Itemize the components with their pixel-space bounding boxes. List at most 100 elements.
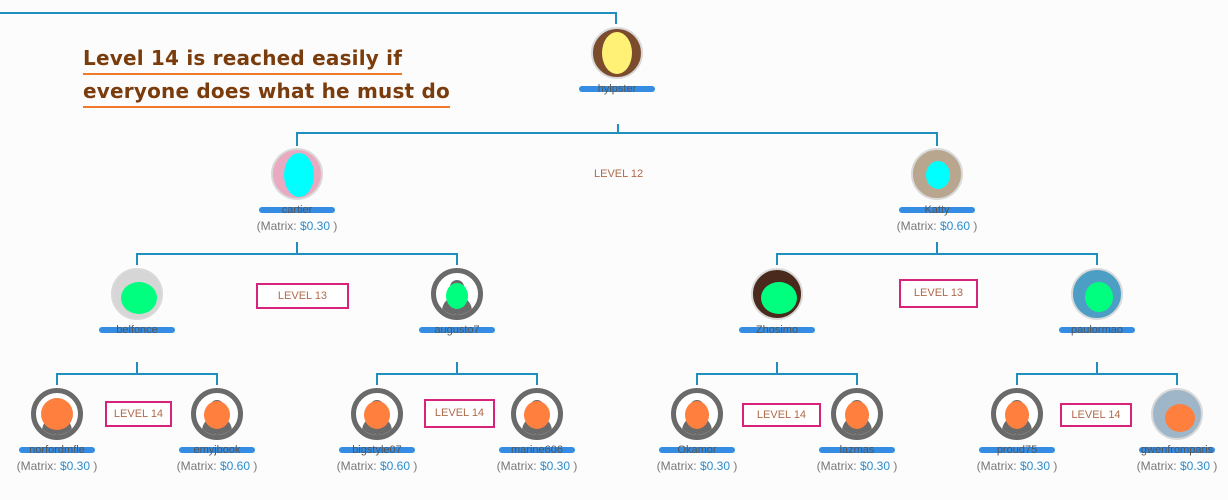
avatar-blob — [524, 401, 550, 429]
username[interactable]: emyjbook — [127, 442, 307, 458]
avatar-blob — [204, 401, 230, 429]
avatar[interactable] — [991, 388, 1043, 440]
username[interactable]: proud75 — [927, 442, 1107, 458]
username[interactable]: Zhosimo — [687, 322, 867, 338]
tree-node-root[interactable]: hylpster — [527, 27, 707, 97]
username[interactable]: paulormao — [1007, 322, 1187, 338]
connector-line — [216, 373, 218, 385]
tree-node-level14[interactable]: bigstyle07 (Matrix: $0.60 ) — [287, 388, 467, 474]
tree-node-level13[interactable]: paulormao — [1007, 268, 1187, 338]
connector-line — [856, 373, 858, 385]
avatar[interactable] — [751, 268, 803, 320]
connector-line — [136, 362, 138, 374]
headline-line-2: everyone does what he must do — [83, 76, 450, 108]
username[interactable]: belfonce — [47, 322, 227, 338]
avatar[interactable] — [111, 268, 163, 320]
tree-node-level13[interactable]: belfonce — [47, 268, 227, 338]
connector-line — [56, 373, 58, 385]
username[interactable]: hylpster — [527, 81, 707, 97]
connector-line — [1016, 373, 1178, 375]
connector-line — [617, 124, 619, 133]
username[interactable]: Okamor — [607, 442, 787, 458]
username[interactable]: lazmas — [767, 442, 947, 458]
connector-line — [536, 373, 538, 385]
avatar-blob — [446, 283, 468, 309]
avatar[interactable] — [831, 388, 883, 440]
avatar-blob — [685, 401, 709, 429]
level-13-label: LEVEL 13 — [256, 283, 349, 309]
connector-line — [456, 362, 458, 374]
avatar-blob — [364, 401, 390, 429]
avatar-blob — [761, 282, 797, 314]
tree-node-level14[interactable]: gwenfromparis (Matrix: $0.30 ) — [1087, 388, 1228, 474]
avatar-blob — [121, 282, 157, 314]
level-14-label: LEVEL 14 — [1060, 403, 1132, 427]
avatar[interactable] — [1071, 268, 1123, 320]
tree-node-level12[interactable]: cartier (Matrix: $0.30 ) — [207, 148, 387, 234]
connector-line — [1096, 362, 1098, 374]
connector-line — [615, 12, 617, 24]
avatar-blob — [926, 161, 950, 189]
tree-node-level14[interactable]: proud75 (Matrix: $0.30 ) — [927, 388, 1107, 474]
connector-line — [776, 253, 1098, 255]
avatar[interactable] — [271, 148, 323, 200]
tree-node-level14[interactable]: lazmas (Matrix: $0.30 ) — [767, 388, 947, 474]
avatar-blob — [41, 398, 73, 430]
matrix-amount: (Matrix: $0.30 ) — [256, 219, 338, 233]
connector-line — [136, 253, 138, 265]
tree-node-level14[interactable]: norfordmfle (Matrix: $0.30 ) — [0, 388, 147, 474]
avatar[interactable] — [1151, 388, 1203, 440]
connector-line — [376, 373, 538, 375]
matrix-amount: (Matrix: $0.30 ) — [816, 459, 898, 473]
tree-node-level13[interactable]: Zhosimo — [687, 268, 867, 338]
headline-line-1: Level 14 is reached easily if — [83, 43, 403, 75]
username[interactable]: gwenfromparis — [1139, 444, 1215, 456]
avatar[interactable] — [351, 388, 403, 440]
avatar[interactable] — [31, 388, 83, 440]
avatar-blob — [1165, 404, 1195, 432]
connector-line — [456, 253, 458, 265]
avatar-blob — [284, 153, 314, 197]
tree-node-level14[interactable]: emyjbook (Matrix: $0.60 ) — [127, 388, 307, 474]
connector-line — [296, 242, 298, 254]
avatar[interactable] — [511, 388, 563, 440]
username[interactable]: Katty — [847, 202, 1027, 218]
connector-line — [936, 242, 938, 254]
tree-node-level13[interactable]: augusto7 — [367, 268, 547, 338]
level-12-label: LEVEL 12 — [594, 168, 644, 180]
matrix-amount: (Matrix: $0.30 ) — [16, 459, 98, 473]
avatar[interactable] — [191, 388, 243, 440]
tree-node-level14[interactable]: Okamor (Matrix: $0.30 ) — [607, 388, 787, 474]
connector-line — [776, 253, 778, 265]
matrix-amount: (Matrix: $0.30 ) — [976, 459, 1058, 473]
avatar[interactable] — [911, 148, 963, 200]
avatar[interactable] — [431, 268, 483, 320]
username[interactable]: marine606 — [447, 442, 627, 458]
connector-line — [1096, 253, 1098, 265]
matrix-amount: (Matrix: $0.30 ) — [1136, 459, 1218, 473]
tree-node-level14[interactable]: marine606 (Matrix: $0.30 ) — [447, 388, 627, 474]
avatar-blob — [845, 401, 869, 429]
connector-line — [0, 12, 617, 14]
avatar[interactable] — [671, 388, 723, 440]
username[interactable]: augusto7 — [367, 322, 547, 338]
username[interactable]: bigstyle07 — [287, 442, 467, 458]
matrix-amount: (Matrix: $0.60 ) — [176, 459, 258, 473]
connector-line — [296, 132, 298, 146]
level-14-label: LEVEL 14 — [742, 403, 821, 427]
connector-line — [696, 373, 698, 385]
avatar-blob — [1085, 282, 1113, 312]
connector-line — [1176, 373, 1178, 385]
connector-line — [776, 362, 778, 374]
username[interactable]: norfordmfle — [0, 442, 147, 458]
matrix-amount: (Matrix: $0.30 ) — [656, 459, 738, 473]
connector-line — [136, 253, 458, 255]
matrix-amount: (Matrix: $0.60 ) — [336, 459, 418, 473]
matrix-amount: (Matrix: $0.30 ) — [496, 459, 578, 473]
headline: Level 14 is reached easily if everyone d… — [83, 43, 450, 109]
username[interactable]: cartier — [207, 202, 387, 218]
tree-node-level12[interactable]: Katty (Matrix: $0.60 ) — [847, 148, 1027, 234]
level-13-label: LEVEL 13 — [899, 279, 978, 308]
avatar[interactable] — [591, 27, 643, 79]
level-14-label: LEVEL 14 — [424, 399, 495, 428]
